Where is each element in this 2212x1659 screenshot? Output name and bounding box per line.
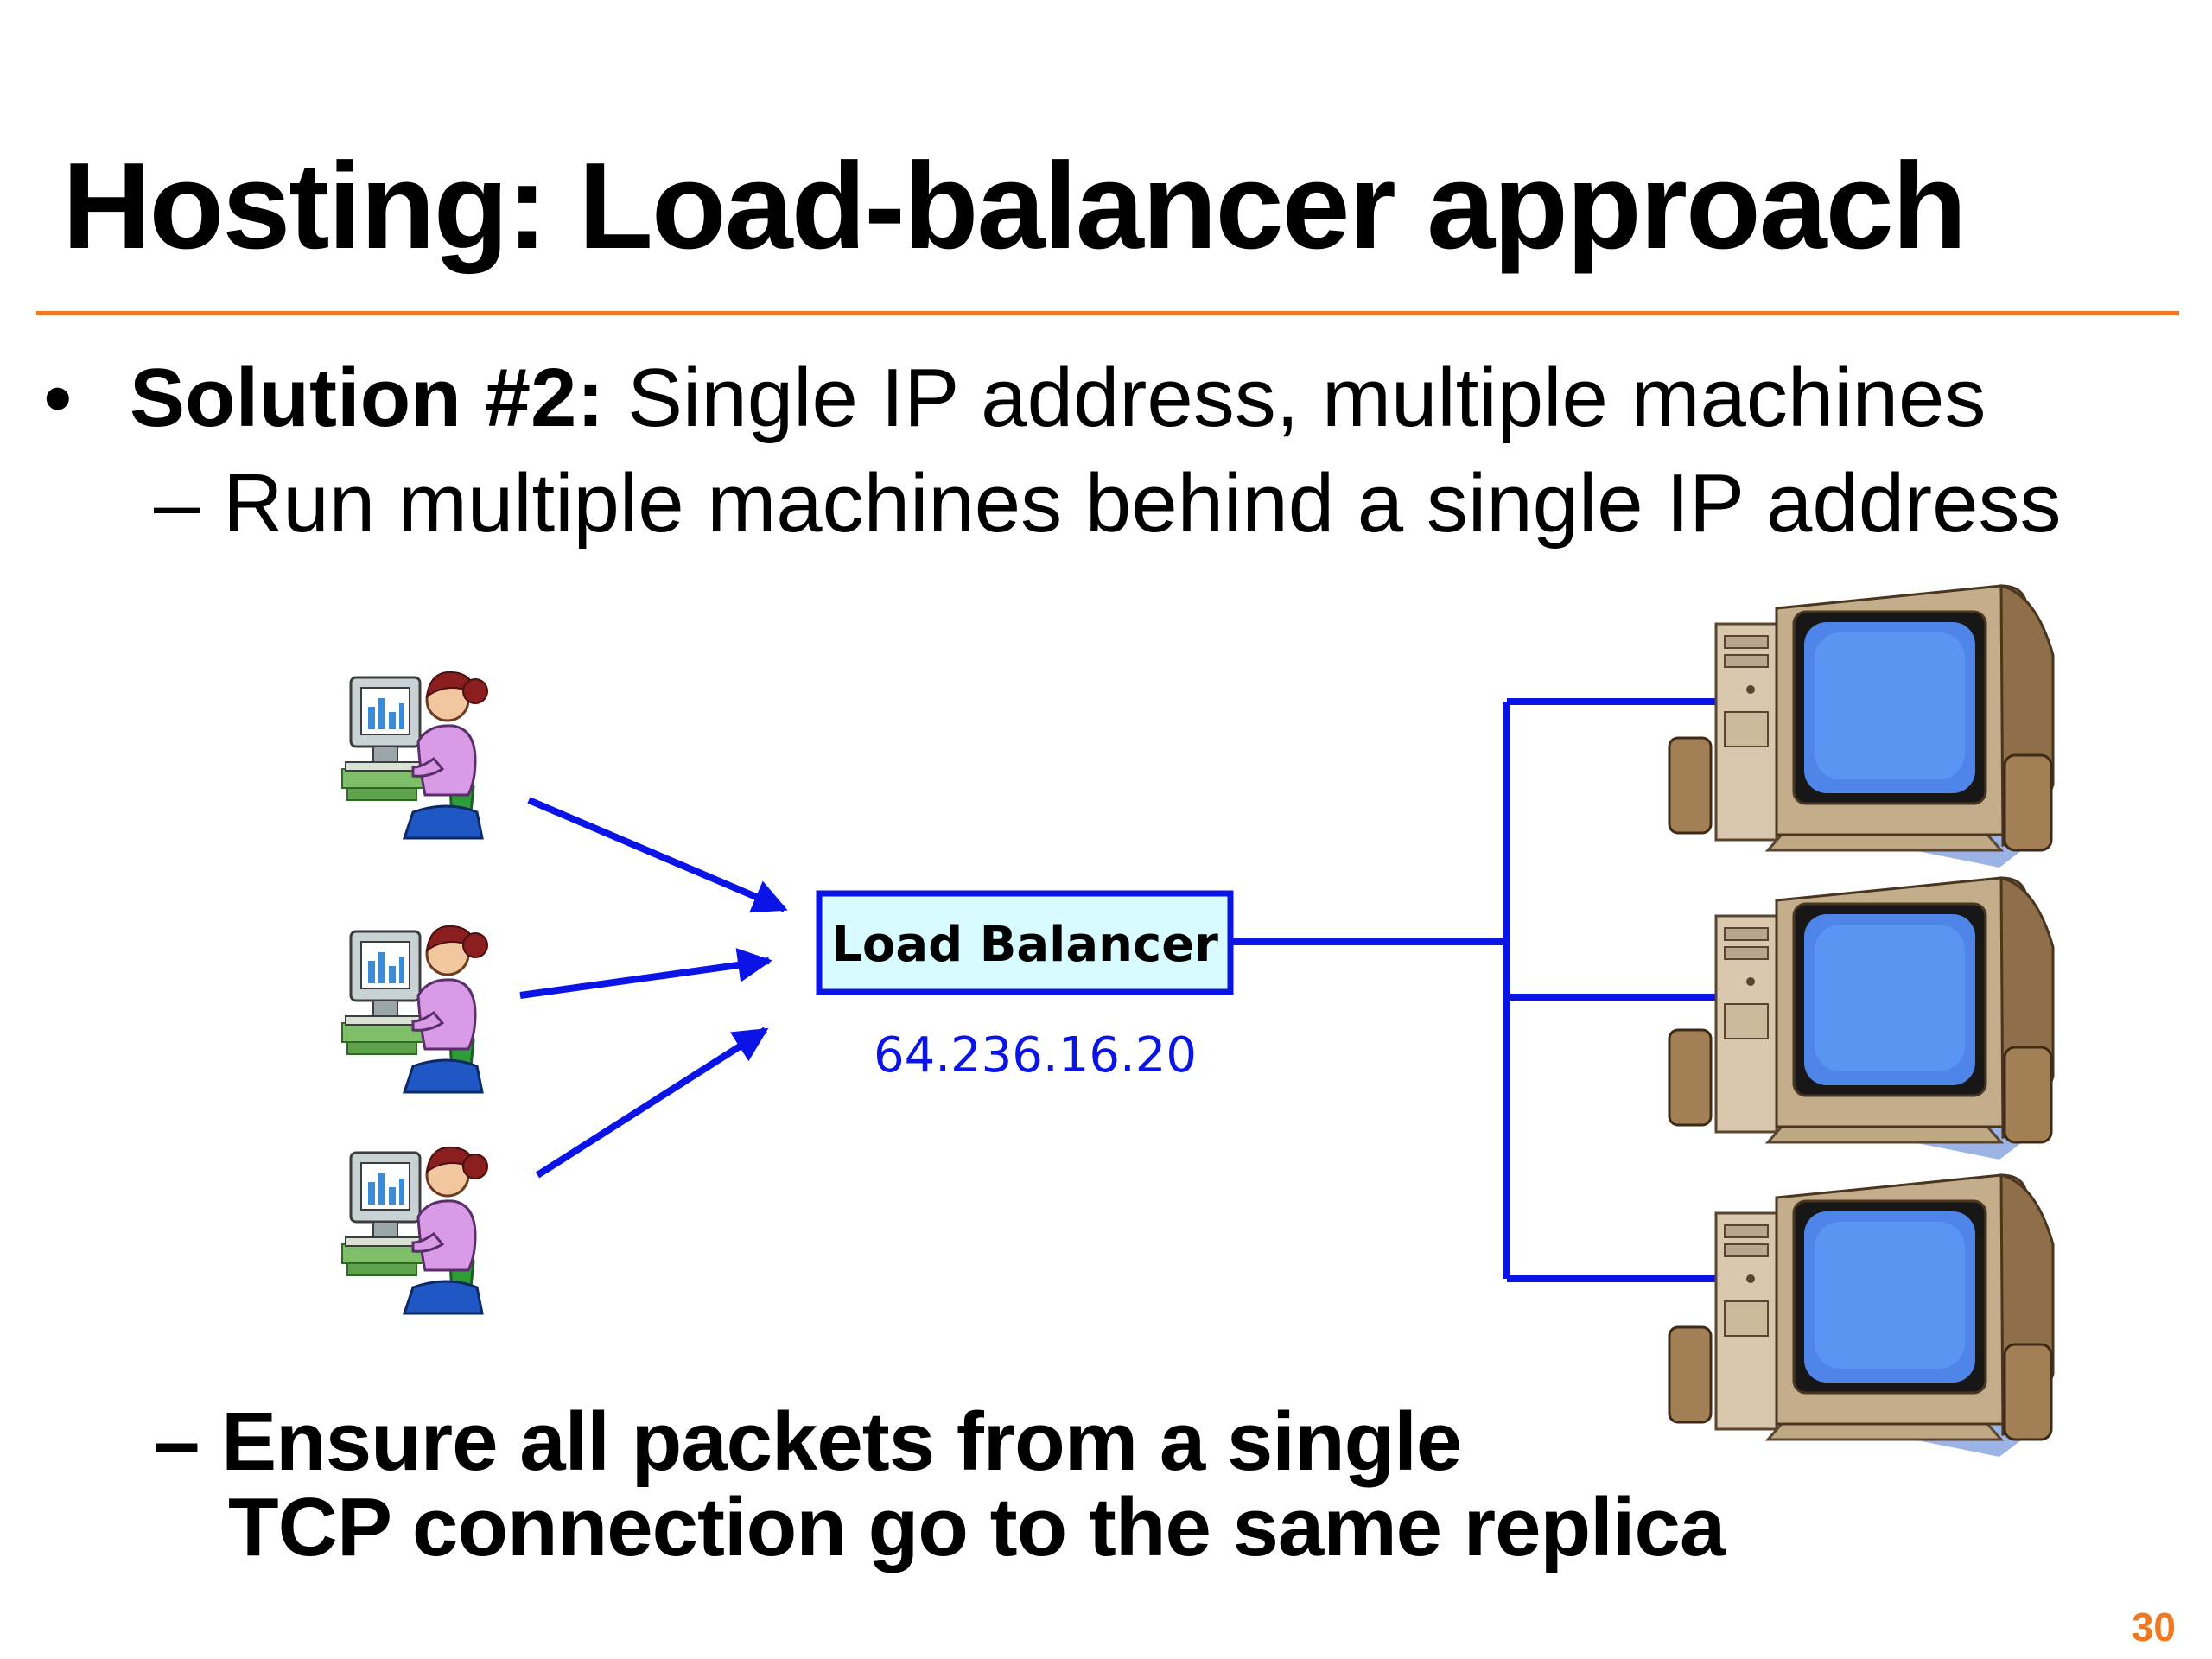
bullet-label: Solution #2: [130,352,605,444]
sub-bullet: – Run multiple machines behind a single … [154,457,2062,550]
client-computer-icon [340,1146,489,1315]
page-number: 30 [2131,1605,2176,1649]
client-computer-icon [340,671,489,840]
server-links [1230,698,1719,1282]
client-arrow [519,948,772,999]
client-computer-icon [340,925,489,1094]
client-arrow [527,797,788,913]
bottom-line-1: – Ensure all packets from a single [154,1395,1462,1488]
bullet-marker: • [43,352,73,444]
load-balancer-ip: 64.236.16.20 [874,1027,1197,1084]
bottom-line-2: TCP connection go to the same replica [228,1480,1726,1573]
title-divider [36,311,2179,315]
slide-title: Hosting: Load-balancer approach [62,137,1967,275]
server-computer-icon [1668,876,2055,1161]
client-arrow [535,1027,769,1179]
main-bullet: • Solution #2: Single IP address, multipl… [43,353,1986,444]
load-balancer-label: Load Balancer [831,917,1218,973]
bullet-text: Single IP address, multiple machines [604,352,1986,444]
server-computer-icon [1668,1173,2055,1459]
server-computer-icon [1668,584,2055,869]
bottom-sub-bullet: – Ensure all packets from a single TCP c… [154,1399,1726,1573]
